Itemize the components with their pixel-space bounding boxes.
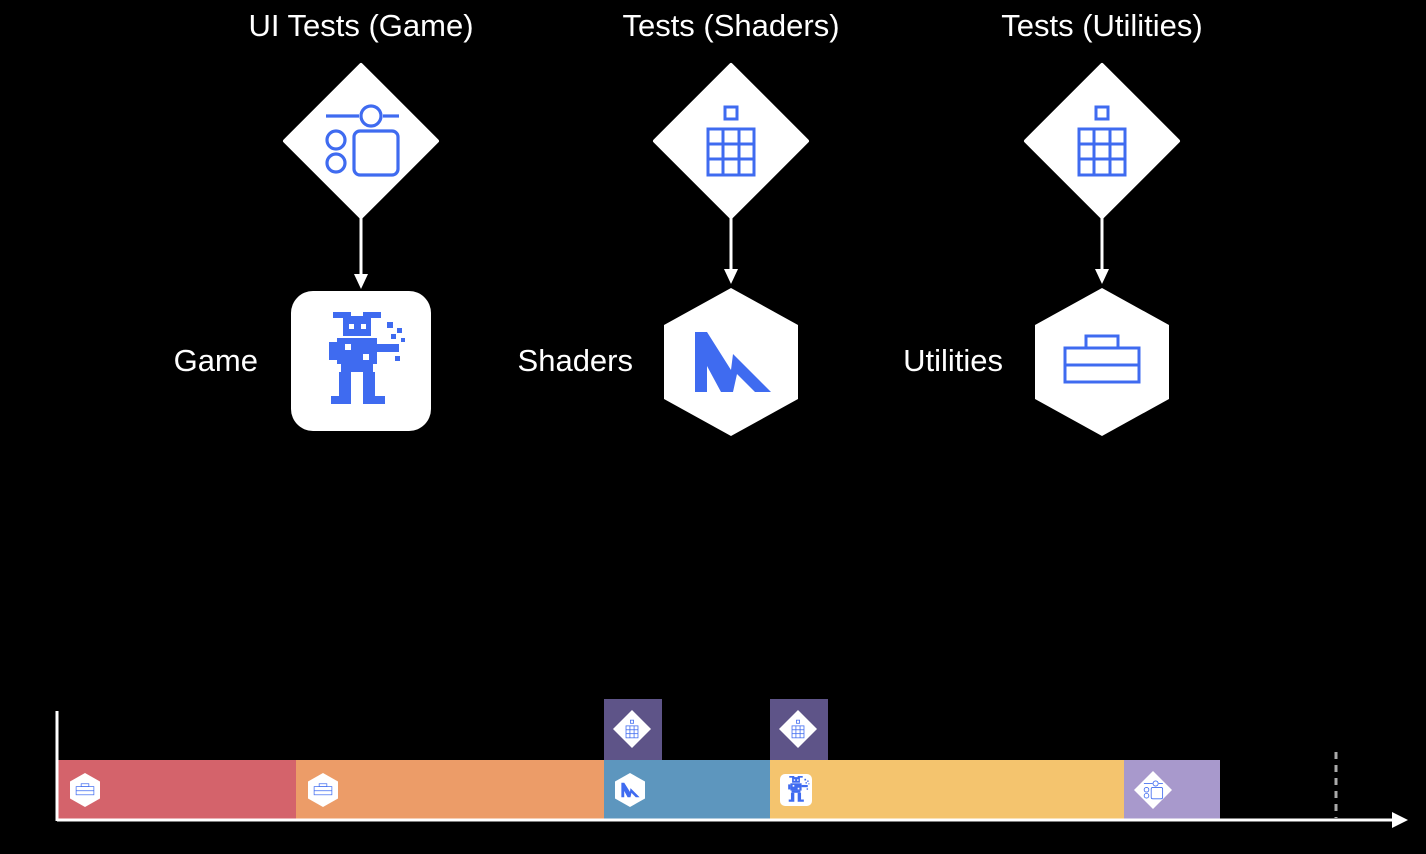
mini-game-icon	[780, 774, 812, 806]
timeline-segment-game	[770, 760, 1124, 819]
arrowhead	[1095, 269, 1109, 284]
utilities-node	[1035, 288, 1169, 436]
dependency-arrows	[354, 217, 1109, 289]
game-node	[291, 291, 431, 431]
ui-tests-game-node	[285, 65, 437, 217]
timeline-segment-utilities-2	[296, 760, 604, 819]
shaders-node	[664, 288, 798, 436]
timeline-arrowhead	[1392, 812, 1408, 828]
arrowhead	[724, 269, 738, 284]
build-timeline	[57, 699, 1408, 828]
tests-utilities-node	[1026, 65, 1178, 217]
arrowhead	[354, 274, 368, 289]
tests-shaders-node	[655, 65, 807, 217]
